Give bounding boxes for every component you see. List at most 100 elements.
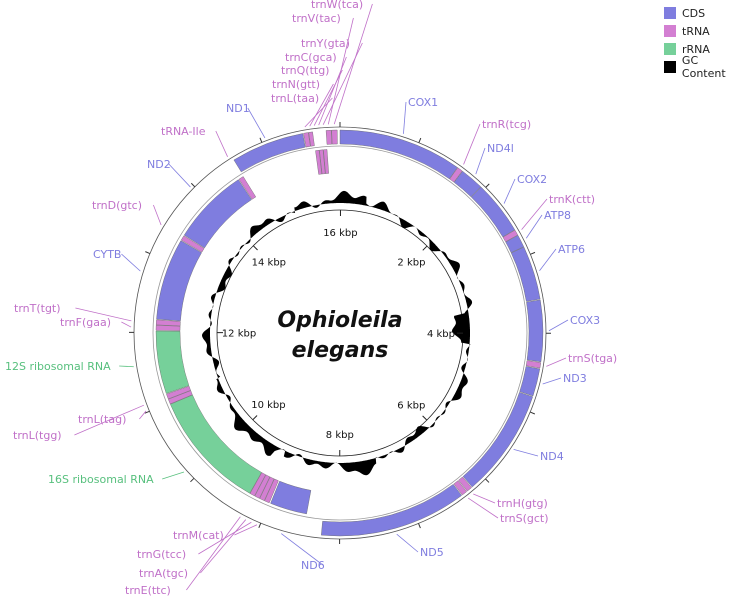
feature-trnc-gca- <box>319 149 326 175</box>
label-leader-line <box>503 178 516 204</box>
label-leader-line <box>139 410 147 420</box>
feature-trnt-tgt- <box>155 319 181 327</box>
feature-label: trnV(tac) <box>292 12 341 25</box>
feature-trne-ttc- <box>249 472 266 497</box>
feature-12s-ribosomal-rna <box>155 330 190 394</box>
feature-label: ND6 <box>301 559 325 572</box>
feature-label: trnN(gtt) <box>272 78 320 91</box>
label-leader-line <box>162 471 185 480</box>
feature-atp8 <box>505 235 525 253</box>
kbp-tick-label: 4 kbp <box>427 329 455 340</box>
feature-label: 16S ribosomal RNA <box>48 473 154 486</box>
label-leader-line <box>186 516 241 591</box>
feature-nd3 <box>519 366 541 397</box>
kbp-tick-label: 8 kbp <box>326 430 354 441</box>
feature-label: ATP6 <box>558 243 585 256</box>
feature-trny-gta- <box>323 149 329 174</box>
outer-tick-mark <box>530 411 536 415</box>
legend-item-rrna[interactable]: rRNA <box>664 40 745 58</box>
feature-label: 12S ribosomal RNA <box>5 360 111 373</box>
feature-atp6 <box>510 246 541 302</box>
legend-label-cds: CDS <box>682 6 706 20</box>
label-leader-line <box>463 123 481 165</box>
label-leader-line <box>521 198 548 230</box>
feature-cytb <box>156 240 202 322</box>
feature-label: trnF(gaa) <box>60 316 111 329</box>
feature-nd5 <box>321 484 462 537</box>
feature-trnl-taa- <box>303 132 311 148</box>
feature-label: trnM(cat) <box>173 529 224 542</box>
label-leader-line <box>473 493 496 504</box>
feature-nd4l <box>453 170 482 198</box>
legend-item-gc-content[interactable]: GC Content <box>664 54 745 80</box>
kbp-tick-label: 12 kbp <box>222 329 256 340</box>
label-leader-line <box>546 357 567 367</box>
legend-swatch-rrna <box>664 43 676 55</box>
feature-label: trnA(tgc) <box>139 567 188 580</box>
feature-trnn-gtt- <box>308 131 315 147</box>
feature-trnf-gaa- <box>155 325 181 331</box>
outer-tick-mark <box>530 251 536 255</box>
legend: CDS tRNA rRNA GC Content <box>664 4 745 80</box>
feature-trnr-tcg- <box>449 167 463 183</box>
outer-tick-mark <box>418 523 421 529</box>
legend-swatch-trna <box>664 25 676 37</box>
outer-ring <box>133 126 547 540</box>
outer-tick-mark <box>144 410 150 414</box>
feature-nd4 <box>462 392 533 488</box>
label-leader-line <box>200 519 247 574</box>
label-leader-line <box>153 204 162 226</box>
legend-item-trna[interactable]: tRNA <box>664 22 745 40</box>
label-leader-line <box>539 248 557 271</box>
legend-label-trna: tRNA <box>682 24 710 38</box>
kbp-tick-mark <box>252 245 258 251</box>
outer-tick-mark <box>485 183 490 188</box>
feature-trnd-gtc- <box>180 235 205 253</box>
label-leader-line <box>119 365 134 368</box>
feature-nd1 <box>233 133 306 173</box>
feature-label: trnG(tcc) <box>137 548 186 561</box>
feature-label: trnH(gtg) <box>497 497 548 510</box>
label-leader-line <box>247 107 266 139</box>
label-leader-line <box>467 497 499 519</box>
feature-label: trnK(ctt) <box>549 193 595 206</box>
feature-cox1 <box>339 129 458 180</box>
feature-trnv-tac- <box>325 129 333 145</box>
feature-label: COX3 <box>570 314 600 327</box>
label-leader-line <box>75 307 132 322</box>
feature-label: trnS(tga) <box>568 352 617 365</box>
feature-label: trnL(taa) <box>271 92 319 105</box>
feature-label: ND5 <box>420 546 444 559</box>
feature-label: COX2 <box>517 173 547 186</box>
feature-nd6 <box>270 480 312 515</box>
kbp-tick-label: 16 kbp <box>323 228 357 239</box>
label-leader-line <box>121 253 141 272</box>
label-leader-line <box>281 533 324 566</box>
kbp-tick-label: 6 kbp <box>397 401 425 412</box>
feature-trns-gct- <box>453 480 467 496</box>
outer-tick-mark <box>145 251 151 255</box>
feature-label: trnL(tag) <box>78 413 126 426</box>
feature-label: trnD(gtc) <box>92 199 142 212</box>
outer-tick-mark <box>485 478 490 483</box>
feature-label: ND4 <box>540 450 564 463</box>
feature-cox2 <box>471 186 516 238</box>
feature-trnh-gtg- <box>458 476 472 492</box>
feature-nd2 <box>183 179 252 249</box>
outer-tick-mark <box>190 182 196 188</box>
outer-tick-mark <box>418 137 422 143</box>
feature-trnl-tgg- <box>166 385 191 400</box>
feature-cox3 <box>526 299 544 363</box>
legend-swatch-gc-content <box>664 61 676 73</box>
kbp-tick-mark <box>422 245 428 251</box>
kbp-tick-mark <box>422 415 428 421</box>
feature-label: trnL(tgg) <box>13 429 62 442</box>
feature-trnl-tag- <box>168 390 193 405</box>
label-leader-line <box>548 319 569 332</box>
legend-item-cds[interactable]: CDS <box>664 4 745 22</box>
feature-label: ATP8 <box>544 209 571 222</box>
feature-label: ND4l <box>487 142 514 155</box>
feature-label: trnQ(ttg) <box>281 64 329 77</box>
feature-label: trnE(ttc) <box>125 584 171 597</box>
